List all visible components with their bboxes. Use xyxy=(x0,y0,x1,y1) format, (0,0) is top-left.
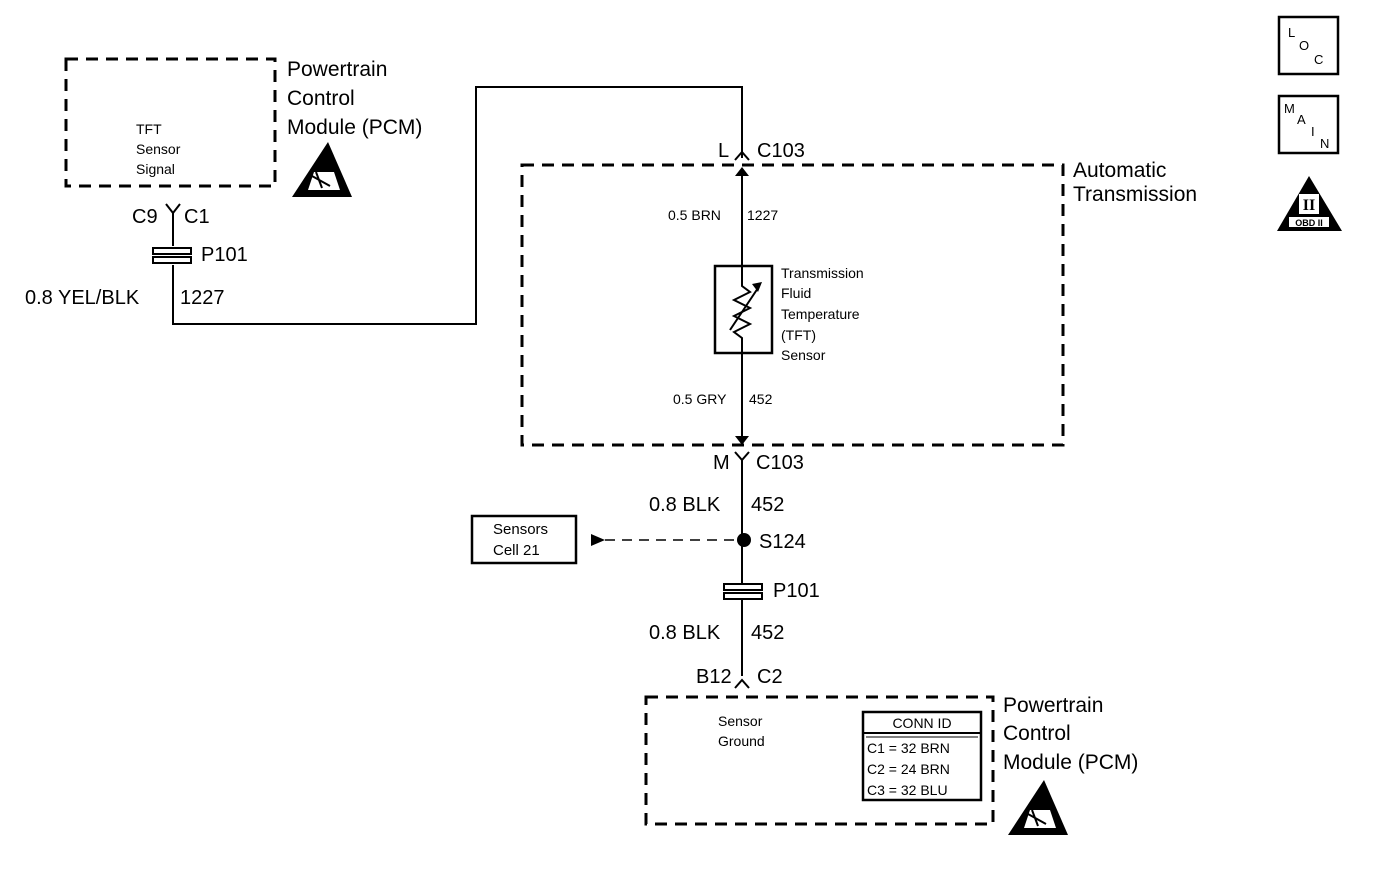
pcm-bottom-box xyxy=(644,695,995,826)
c103-top-symbol xyxy=(734,150,750,161)
conn-id-row-3: C3 = 32 BLU xyxy=(867,782,948,798)
conn-id-table xyxy=(861,710,983,802)
pcm-bottom-connector: C2 xyxy=(757,666,783,688)
wire-1227-size-color: 0.8 YEL/BLK xyxy=(25,287,140,309)
p101-top-connector-icon xyxy=(152,247,192,264)
c103-top-arrow-icon xyxy=(735,167,749,176)
svg-text:N: N xyxy=(1320,136,1329,151)
c103-bottom-pin: M xyxy=(713,452,730,474)
svg-text:I: I xyxy=(1311,124,1315,139)
conn-id-header: CONN ID xyxy=(892,715,951,731)
auto-trans-box xyxy=(520,163,1065,447)
conn-id-row-2: C2 = 24 BRN xyxy=(867,761,950,777)
svg-text:C: C xyxy=(1314,52,1323,67)
wire-452-lower-size-color: 0.8 BLK xyxy=(649,622,721,644)
c103-bottom-connector: C103 xyxy=(756,452,804,474)
pcm-top-pin-right: C1 xyxy=(184,206,210,228)
p101-bottom-label: P101 xyxy=(773,580,820,602)
pcm-top-pin-left: C9 xyxy=(132,206,158,228)
pcm-top-inner-line-2: Sensor xyxy=(136,141,181,157)
obd-ii-icon: II OBD II xyxy=(1277,176,1342,231)
pcm-bottom-title-line-3: Module (PCM) xyxy=(1003,751,1138,774)
pcm-bottom-pin-symbol xyxy=(734,678,750,689)
pcm-top-inner-line-1: TFT xyxy=(136,121,162,137)
auto-trans-title-line-1: Automatic xyxy=(1073,159,1166,182)
pcm-bottom-inner-line-1: Sensor xyxy=(718,713,763,729)
c103-bottom-arrow-icon xyxy=(735,436,749,445)
esd-warning-icon xyxy=(292,142,352,197)
pcm-top-title-line-2: Control xyxy=(287,87,355,110)
pcm-bottom-title-line-2: Control xyxy=(1003,722,1071,745)
pcm-bottom-title-line-1: Powertrain xyxy=(1003,694,1103,717)
svg-text:M: M xyxy=(1284,101,1295,116)
main-icon: M A I N xyxy=(1277,94,1340,155)
tft-sensor-line-3: Temperature xyxy=(781,306,860,322)
esd-warning-icon xyxy=(1008,780,1068,835)
pcm-top-box xyxy=(64,57,277,188)
c103-top-pin: L xyxy=(718,140,729,162)
svg-text:II: II xyxy=(1303,197,1315,214)
splice-s124-label: S124 xyxy=(759,531,806,553)
sensors-cell-line-2: Cell 21 xyxy=(493,542,540,559)
wire-452-internal-circuit: 452 xyxy=(749,391,773,407)
wire-452-upper-circuit: 452 xyxy=(751,494,784,516)
p101-bottom-connector-icon xyxy=(723,583,763,600)
pcm-bottom-pin: B12 xyxy=(696,666,732,688)
pcm-bottom-inner-line-2: Ground xyxy=(718,733,765,749)
c103-bottom-symbol xyxy=(734,451,750,584)
wire-1227-internal-size-color: 0.5 BRN xyxy=(668,207,721,223)
tft-sensor-line-1: Transmission xyxy=(781,265,864,281)
tft-sensor-line-4: (TFT) xyxy=(781,327,816,343)
p101-top-label: P101 xyxy=(201,244,248,266)
wire-452-lower-circuit: 452 xyxy=(751,622,784,644)
tft-sensor-line-2: Fluid xyxy=(781,285,811,301)
svg-text:L: L xyxy=(1288,25,1295,40)
tft-sensor-line-5: Sensor xyxy=(781,347,826,363)
svg-text:A: A xyxy=(1297,112,1306,127)
svg-text:O: O xyxy=(1299,38,1309,53)
loc-icon: L O C xyxy=(1277,15,1340,76)
sensors-cell-box xyxy=(470,514,578,565)
wire-1227 xyxy=(172,86,743,325)
pcm-top-pin-symbol xyxy=(165,203,181,246)
auto-trans-title-line-2: Transmission xyxy=(1073,183,1197,206)
splice-s124-dot xyxy=(737,533,751,547)
wire-452-upper-size-color: 0.8 BLK xyxy=(649,494,721,516)
conn-id-row-1: C1 = 32 BRN xyxy=(867,740,950,756)
wire-452-internal-size-color: 0.5 GRY xyxy=(673,391,727,407)
thermistor-icon xyxy=(729,266,762,353)
splice-reference-arrow-icon xyxy=(591,534,605,546)
svg-text:OBD II: OBD II xyxy=(1295,218,1323,228)
pcm-top-inner-line-3: Signal xyxy=(136,161,175,177)
c103-top-connector: C103 xyxy=(757,140,805,162)
wire-1227-circuit: 1227 xyxy=(180,287,225,309)
pcm-top-title-line-1: Powertrain xyxy=(287,58,387,81)
sensors-cell-line-1: Sensors xyxy=(493,521,548,538)
pcm-top-title-line-3: Module (PCM) xyxy=(287,116,422,139)
wire-1227-internal-circuit: 1227 xyxy=(747,207,778,223)
